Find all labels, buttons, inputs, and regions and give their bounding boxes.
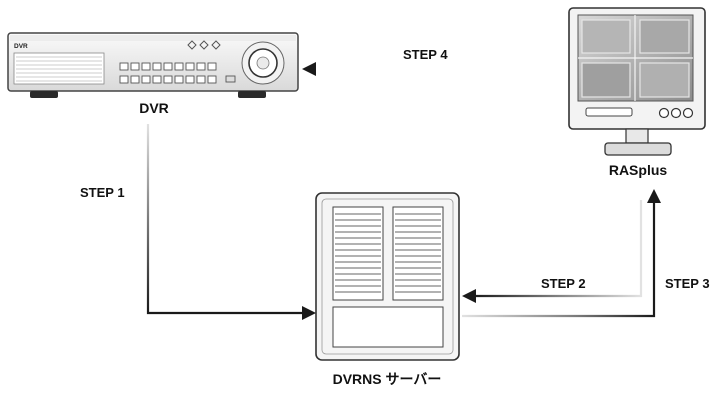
step-4-arrow	[302, 62, 563, 76]
server-drive-bay-right	[392, 206, 444, 301]
dvr-foot-left	[30, 91, 58, 98]
dvr-indicator-icons	[187, 40, 221, 50]
step-1-arrow	[146, 124, 316, 320]
dvrns-server	[315, 192, 460, 361]
rasplus-monitor	[568, 7, 706, 156]
step-1-label: STEP 1	[80, 185, 125, 200]
step-4-label: STEP 4	[403, 47, 448, 62]
server-lower-panel	[332, 306, 444, 348]
rasplus-label: RASplus	[609, 162, 668, 178]
server-inner-frame	[321, 198, 454, 355]
step-2-arrow	[462, 200, 643, 303]
step-3-arrow	[462, 189, 661, 318]
dvr-button-panel	[119, 62, 236, 84]
monitor-slot	[585, 107, 633, 117]
camera-feed-grid	[578, 15, 693, 101]
step-3-label: STEP 3	[665, 276, 710, 291]
dvr-vent-grill	[13, 52, 105, 85]
dvr-label: DVR	[139, 100, 169, 116]
dvr-device: DVR	[7, 32, 299, 98]
dvr-badge: DVR	[14, 43, 28, 50]
dvr-front-bevel	[10, 35, 296, 41]
dvr-jog-dial-icon	[241, 41, 285, 85]
monitor-neck	[625, 128, 649, 144]
dvr-foot-right	[238, 91, 266, 98]
monitor-stand	[604, 142, 672, 156]
server-drive-bay-left	[332, 206, 384, 301]
step-2-label: STEP 2	[541, 276, 586, 291]
monitor-buttons	[658, 107, 694, 119]
server-label: DVRNS サーバー	[333, 371, 442, 387]
